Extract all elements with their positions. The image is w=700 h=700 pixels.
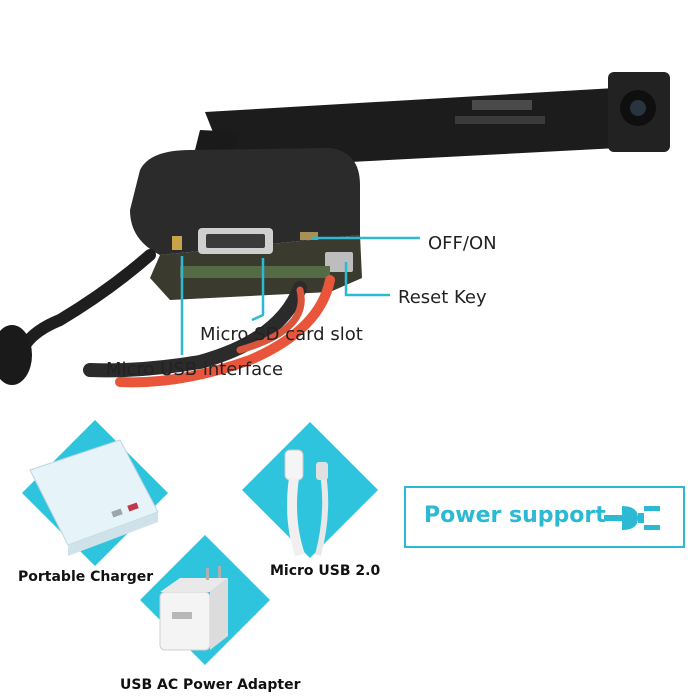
micro-sd-slot-label: Micro SD card slot (200, 324, 363, 345)
plug-icon (604, 506, 660, 530)
micro-usb-cable-graphic (242, 422, 378, 558)
camera-module (195, 72, 670, 168)
reset-key-label: Reset Key (398, 287, 487, 308)
micro-usb-caption: Micro USB 2.0 (270, 563, 381, 579)
usb-ac-adapter-graphic (140, 535, 270, 665)
usb-ac-adapter-caption: USB AC Power Adapter (120, 677, 301, 693)
power-support-box: Power support (404, 486, 685, 548)
micro-usb-interface-label: Micro USB interface (106, 359, 284, 380)
dvr-board (130, 148, 362, 300)
off-on-label: OFF/ON (428, 233, 497, 254)
callout-lines (180, 236, 420, 355)
portable-charger-caption: Portable Charger (18, 569, 154, 585)
cables (0, 249, 335, 388)
portable-charger-graphic (22, 420, 168, 566)
power-support-label: Power support (424, 503, 606, 528)
